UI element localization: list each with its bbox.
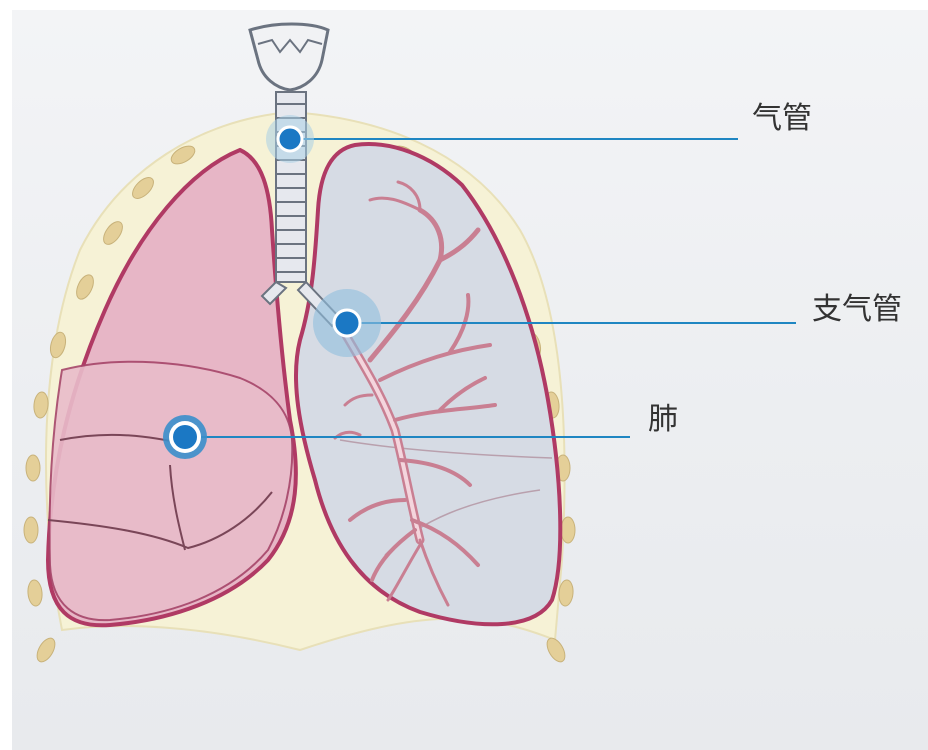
label-lung: 肺: [648, 405, 678, 435]
label-bronchus: 支气管: [812, 295, 902, 325]
marker-trachea: [266, 115, 314, 163]
marker-lung: [163, 415, 207, 459]
label-trachea: 气管: [752, 104, 812, 134]
marker-bronchus: [313, 289, 381, 357]
larynx: [250, 24, 328, 90]
